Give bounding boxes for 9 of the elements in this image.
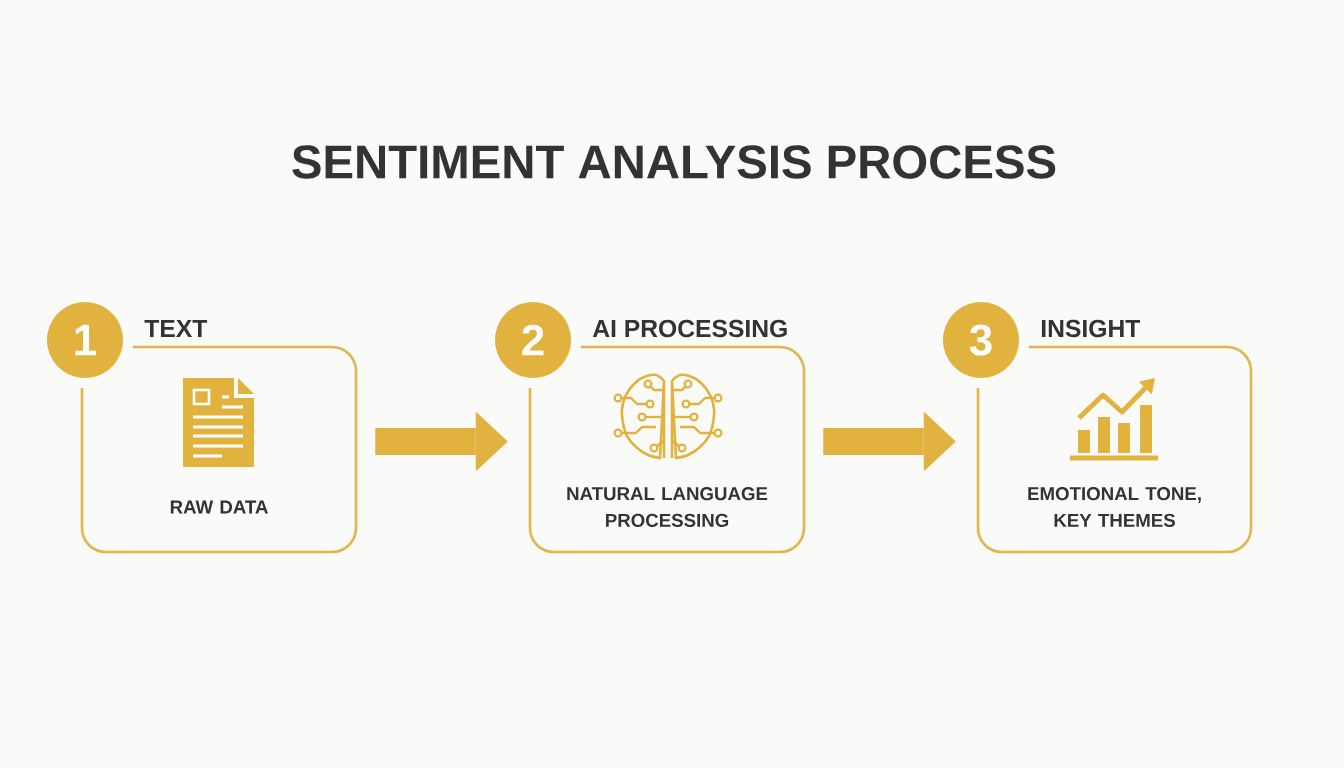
step-description: NATURAL LANGUAGE PROCESSING (567, 487, 768, 527)
arrow (823, 411, 956, 472)
step-heading: AI PROCESSING (592, 319, 787, 338)
step-description: EMOTIONAL TONE, KEY THEMES (1028, 487, 1201, 527)
title: SENTIMENT ANALYSIS PROCESS (292, 145, 1056, 179)
arrow (375, 411, 508, 472)
step-heading: INSIGHT (1041, 319, 1141, 338)
step-heading: TEXT (144, 320, 208, 337)
step-description: RAW DATA (170, 500, 268, 514)
